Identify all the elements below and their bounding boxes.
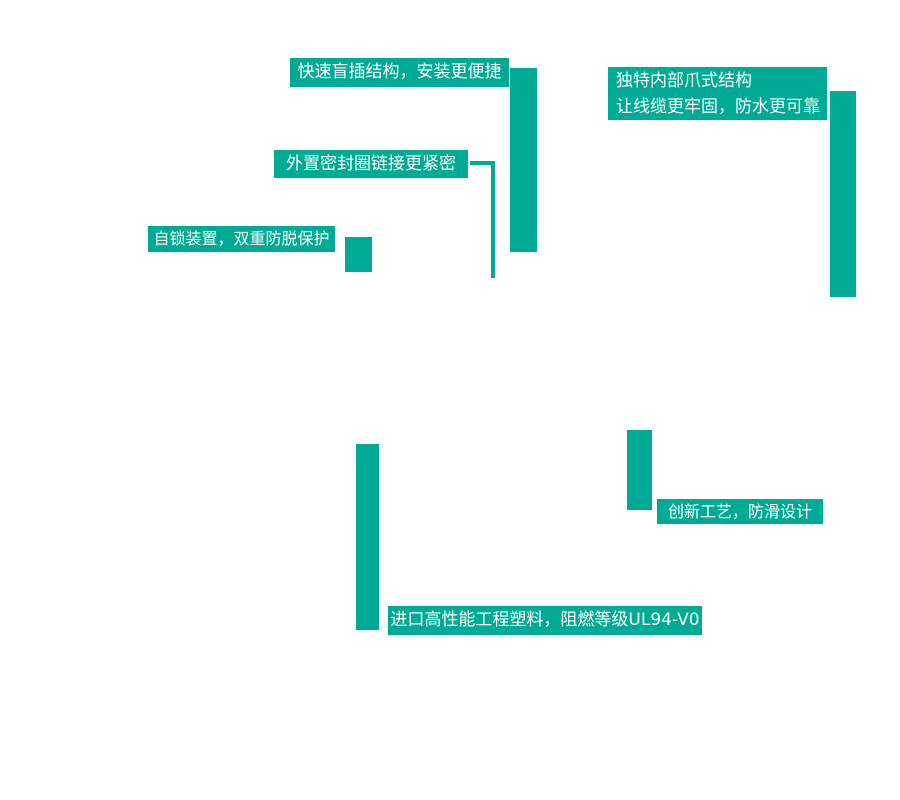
leader-bar-self-lock [345,237,372,272]
leader-bar-material [356,444,379,630]
callout-label-seal-ring: 外置密封圈链接更紧密 [274,150,468,178]
leader-bar-blind-mate [510,68,537,252]
callout-label-claw-structure: 独特内部爪式结构 让线缆更牢固，防水更可靠 [608,67,827,120]
callout-label-anti-slip: 创新工艺，防滑设计 [657,499,823,524]
callout-label-self-lock: 自锁装置，双重防脱保护 [148,226,335,252]
leader-line-seal-ring-horizontal [470,161,495,165]
callout-label-material: 进口高性能工程塑料，阻燃等级UL94-V0 [388,606,702,635]
leader-line-seal-ring-vertical [491,161,495,278]
callout-label-blind-mate: 快速盲插结构，安装更便捷 [290,58,509,87]
leader-bar-anti-slip [627,430,652,510]
leader-bar-claw-structure [830,91,856,297]
